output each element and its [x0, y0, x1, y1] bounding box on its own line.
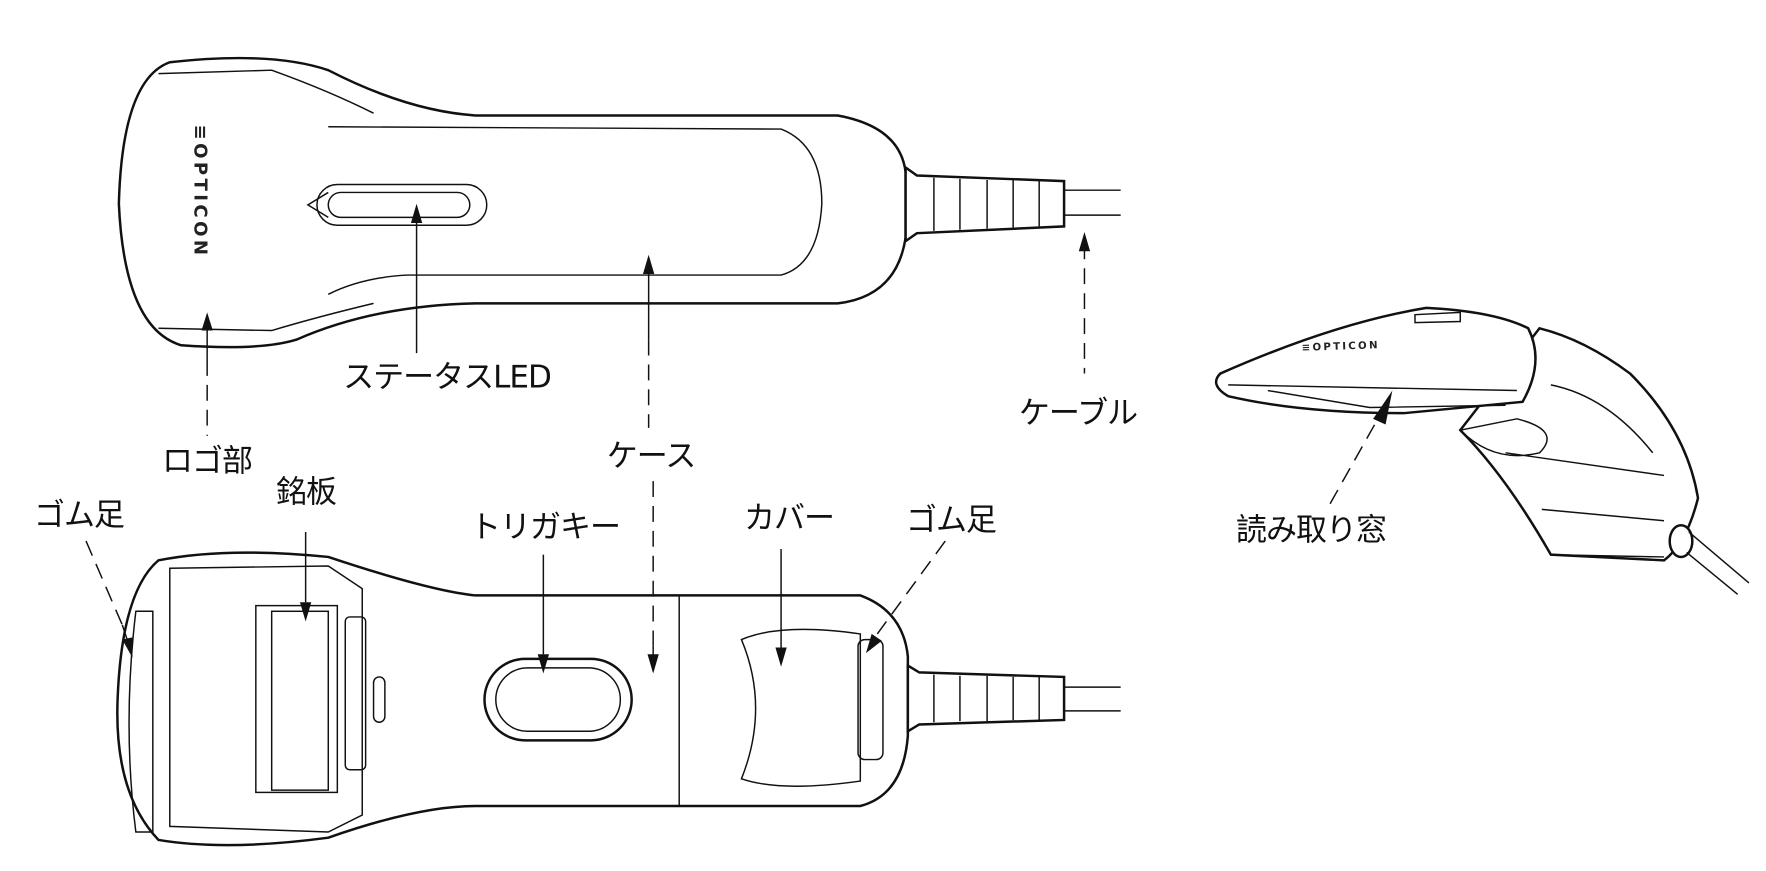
status-led-slot: [316, 183, 488, 227]
trigger-key: [483, 657, 633, 742]
label-cover: カバー: [744, 500, 835, 537]
label-rubber-foot-right: ゴム足: [906, 502, 997, 539]
label-case: ケース: [606, 438, 696, 475]
scanner-perspective-view: ≡OPTICON: [1214, 306, 1750, 595]
scanner-bottom-view: [116, 551, 1121, 847]
scanner-top-view: ≡OPTICON: [117, 56, 1121, 349]
logo-mark: ≡OPTICON: [190, 125, 211, 259]
cable-connector-top: [904, 165, 1121, 244]
svg-text:≡OPTICON: ≡OPTICON: [1302, 340, 1380, 354]
label-trigger-key: トリガキー: [470, 509, 621, 546]
cable-connector-bottom: [906, 663, 1121, 734]
leader-lines: [85, 203, 1393, 674]
nameplate: [255, 604, 339, 794]
cover-recess: [740, 628, 862, 787]
label-read-window: 読み取り窓: [1236, 512, 1387, 549]
label-nameplate: 銘板: [276, 474, 337, 511]
label-cable: ケーブル: [1018, 395, 1138, 432]
label-logo-area: ロゴ部: [162, 443, 253, 480]
label-rubber-foot-left: ゴム足: [34, 497, 125, 534]
label-status-led: ステータスLED: [343, 359, 552, 396]
